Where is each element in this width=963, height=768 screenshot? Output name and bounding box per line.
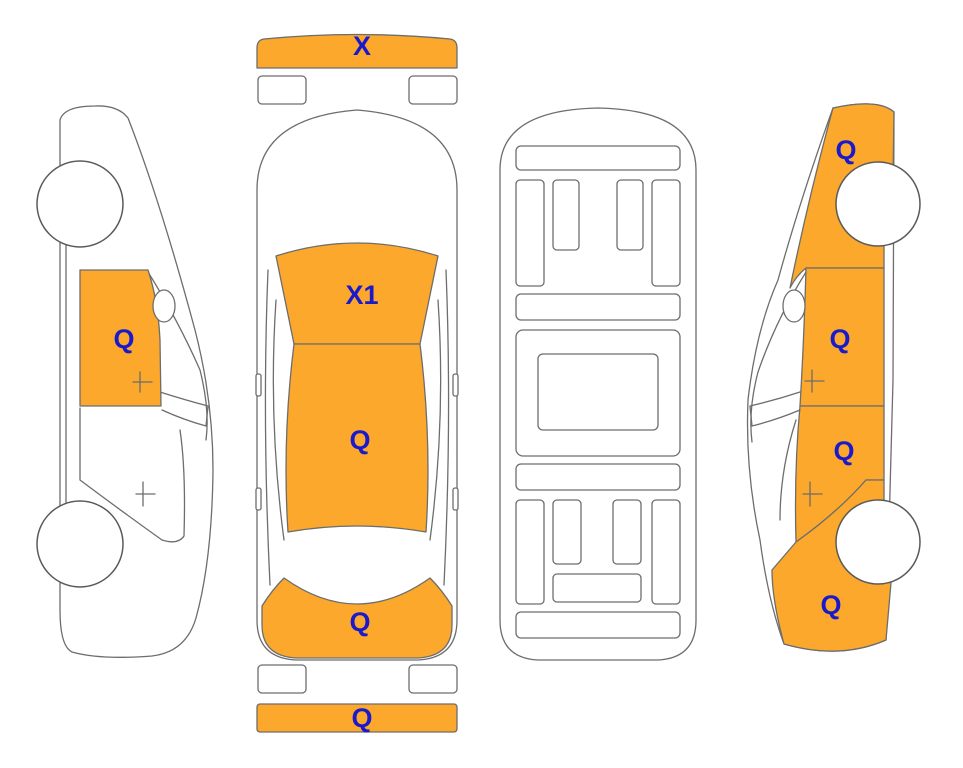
underside-rear-left-rail: [515, 499, 545, 605]
roof-panel[interactable]: [285, 343, 429, 533]
right-mirror: [782, 289, 806, 323]
underside-center-panel: [537, 353, 659, 431]
underside-rear-bar: [515, 611, 681, 639]
rear-bumper-code: Q: [351, 703, 372, 733]
underside-cross-bar-1: [515, 293, 681, 321]
front-bumper[interactable]: [256, 33, 458, 69]
trunk-panel[interactable]: [261, 577, 453, 659]
right-rear-door-handle: [802, 481, 823, 507]
right-front-door-handle: [804, 369, 825, 393]
front-left-light: [257, 75, 307, 105]
roof-code: Q: [349, 425, 370, 455]
top-left-handle: [255, 487, 262, 511]
front-bumper-code: X: [353, 31, 371, 61]
rear-left-light: [257, 664, 307, 694]
top-left-side-line: [264, 269, 271, 586]
right-front-wheel: [835, 161, 921, 247]
top-view: X X1 Q Q Q: [255, 31, 459, 733]
underside-rear-tank: [552, 573, 642, 603]
right-rear-wheel: [835, 499, 921, 585]
right-rear-door-code: Q: [833, 436, 854, 466]
underside-rear-right-pad: [612, 499, 642, 565]
top-right-side-line: [443, 269, 450, 586]
underside-cross-bar-2: [515, 463, 681, 491]
top-right-mirror: [452, 373, 459, 397]
left-rear-wheel: [36, 500, 124, 588]
underside-front-right-rail: [651, 179, 681, 287]
right-pillar-line: [749, 391, 801, 427]
underside-front-right-pad: [616, 179, 644, 251]
left-rear-door-handle: [135, 481, 156, 507]
left-front-door-code: Q: [113, 324, 134, 354]
right-front-fender-code: Q: [835, 135, 856, 165]
top-right-window-line: [429, 299, 442, 541]
right-rear-window-line: [779, 419, 797, 521]
front-right-light: [408, 75, 458, 105]
trunk-code: Q: [349, 607, 370, 637]
underside-rear-right-rail: [651, 499, 681, 605]
hood-code: X1: [345, 280, 378, 310]
right-rear-quarter-code: Q: [820, 590, 841, 620]
right-side-view: Q Q Q Q: [746, 103, 921, 652]
rear-right-light: [408, 664, 458, 694]
left-front-door-handle: [132, 371, 153, 393]
hood-panel[interactable]: [275, 242, 439, 345]
left-pillar-line: [159, 391, 209, 427]
underside-view: [499, 107, 697, 661]
underside-front-bar: [515, 145, 681, 171]
underside-front-left-rail: [515, 179, 545, 287]
underside-rear-left-pad: [552, 499, 582, 565]
rear-bumper[interactable]: [256, 703, 458, 733]
left-front-wheel: [36, 160, 124, 248]
top-left-window-line: [272, 299, 285, 541]
underside-front-left-pad: [552, 179, 580, 251]
right-front-door-code: Q: [829, 324, 850, 354]
left-rear-door-line: [79, 407, 186, 543]
left-side-view: Q: [36, 105, 214, 658]
left-mirror: [152, 289, 176, 323]
top-right-handle: [452, 487, 459, 511]
top-left-mirror: [255, 373, 262, 397]
